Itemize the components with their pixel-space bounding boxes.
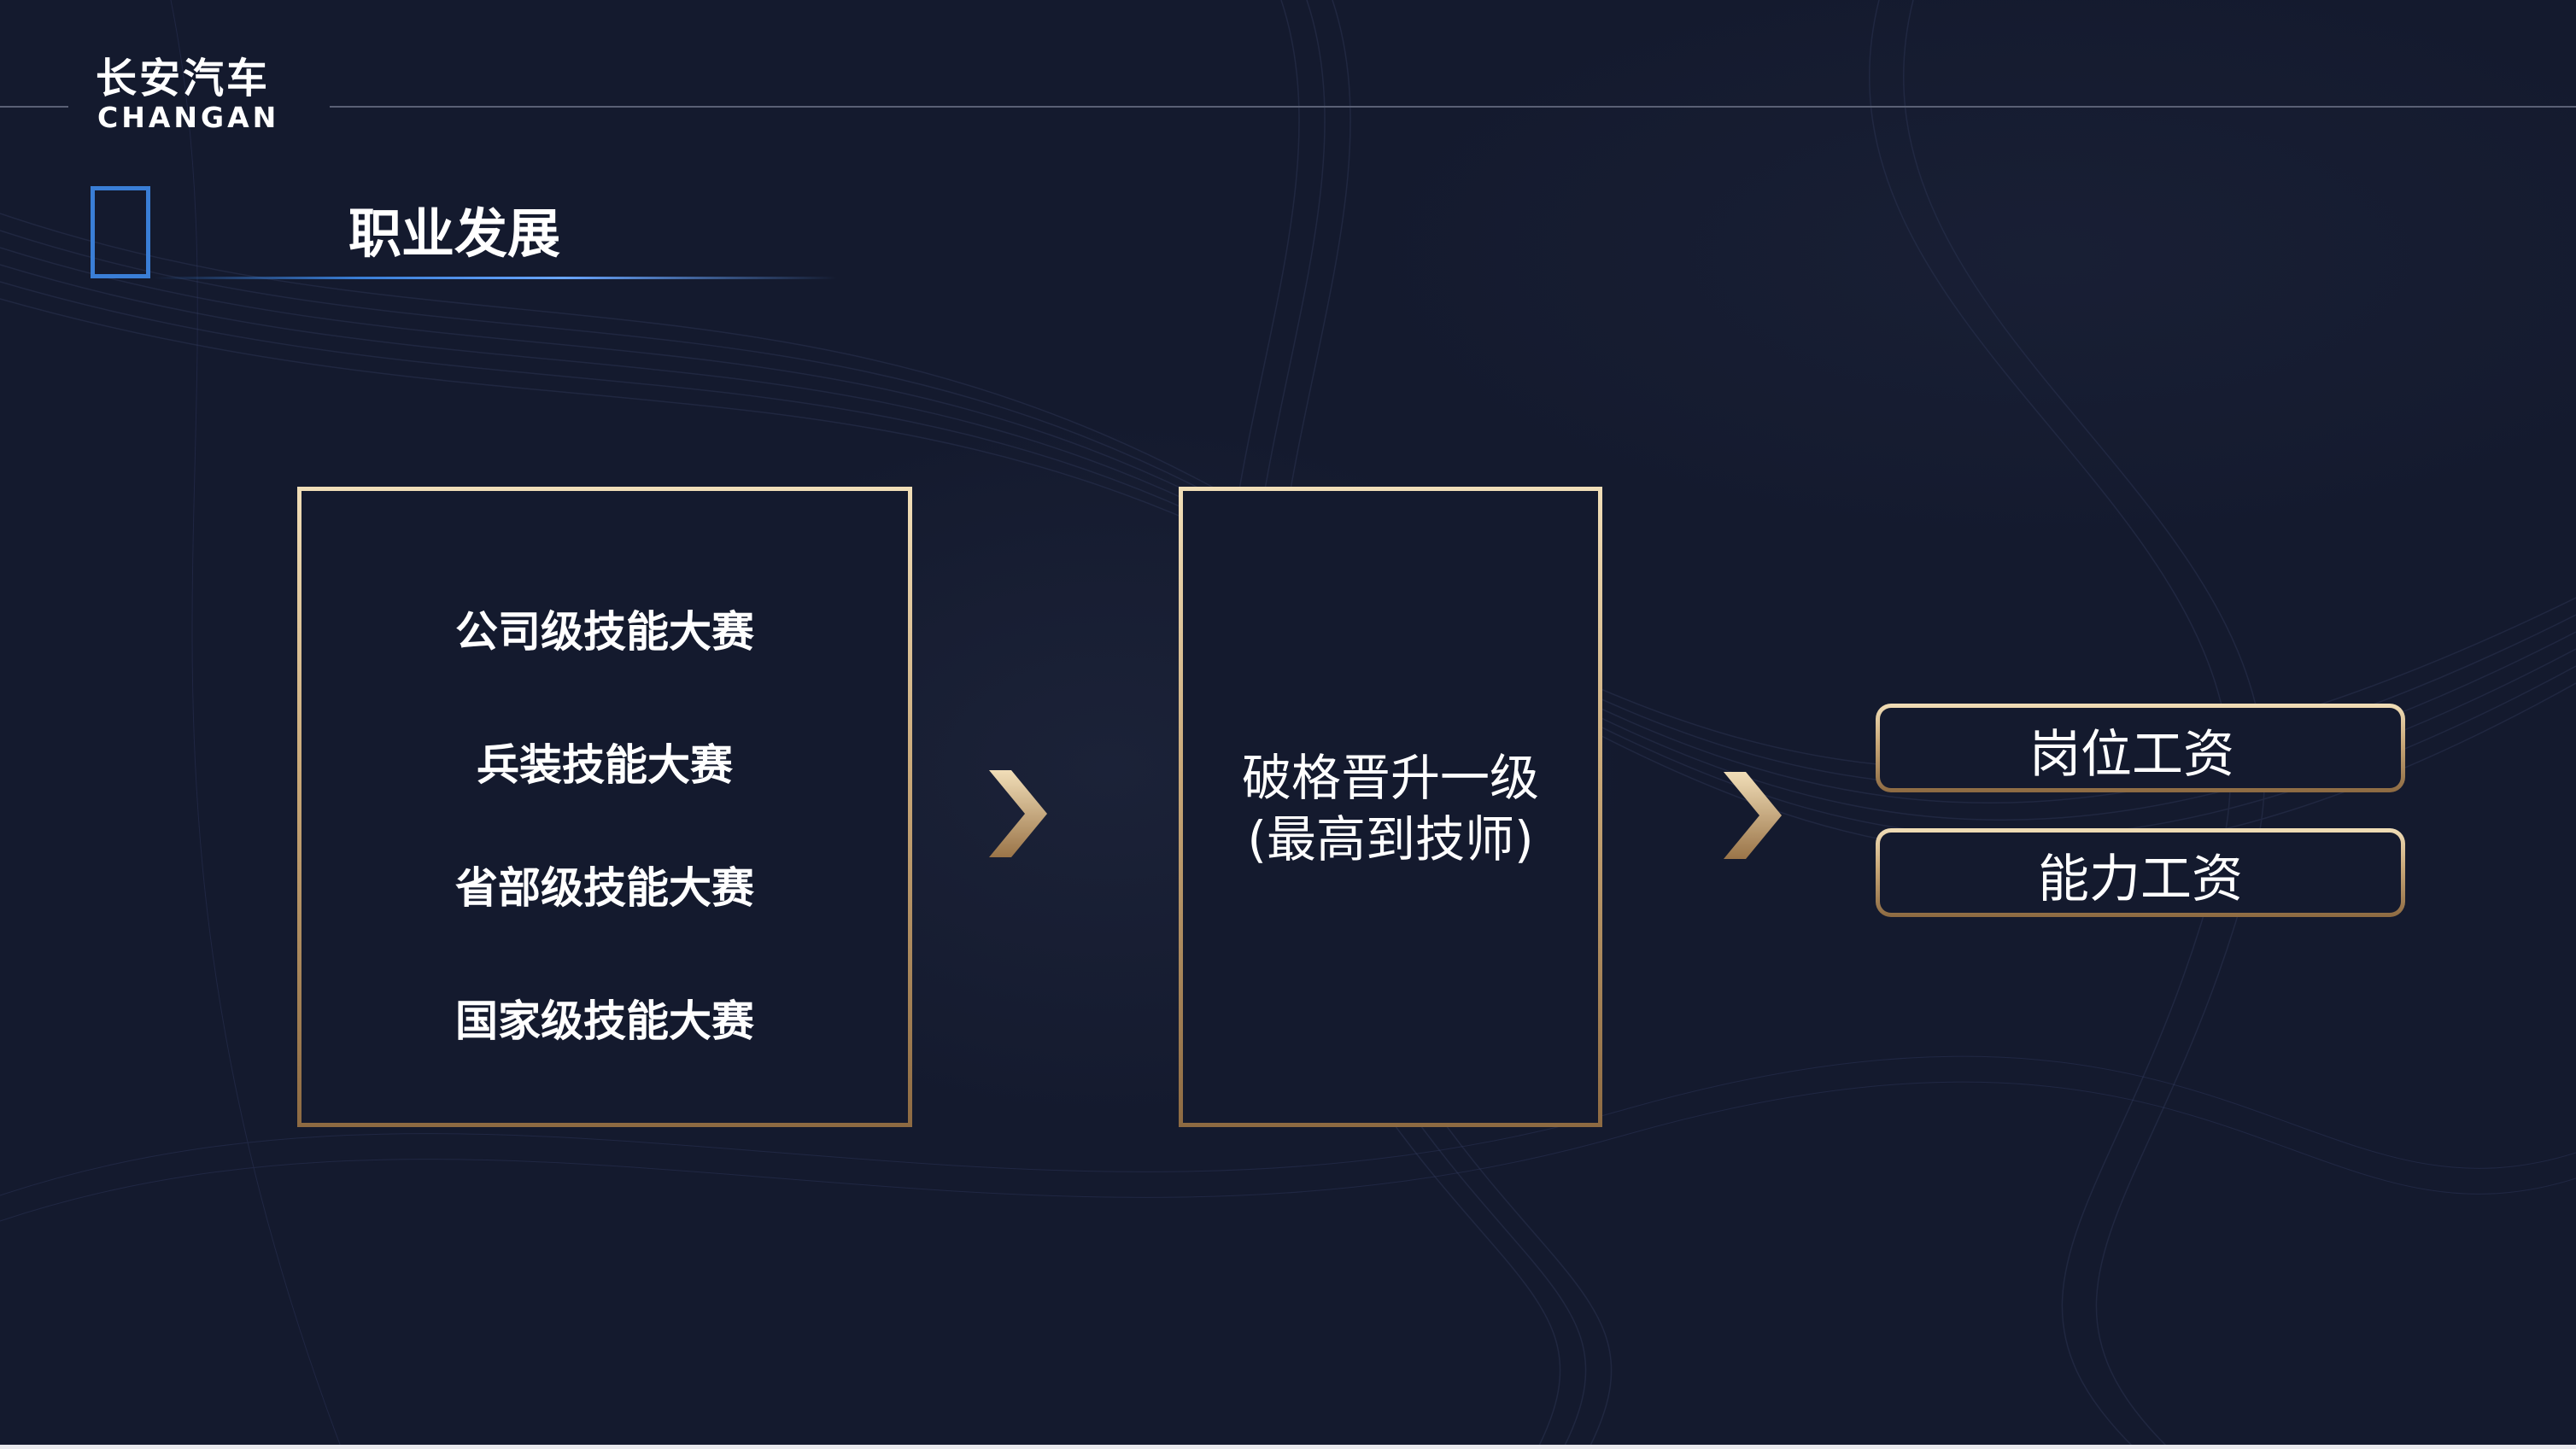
promotion-box (1179, 487, 1602, 1127)
competition-ordnance: 兵装技能大赛 (477, 740, 733, 790)
competition-provincial: 省部级技能大赛 (455, 863, 754, 913)
logo-chinese: 长安汽车 (96, 55, 271, 102)
competitions-box (297, 487, 912, 1127)
header-divider-left (0, 106, 68, 108)
promotion-line-2: (最高到技师) (1247, 810, 1534, 868)
reward-pill-position-wage (1876, 704, 2405, 792)
competition-national: 国家级技能大赛 (455, 996, 754, 1046)
competition-company: 公司级技能大赛 (455, 607, 754, 657)
bottom-strip (0, 1445, 2576, 1449)
promotion-line-1: 破格晋升一级 (1241, 749, 1539, 807)
title-bracket-icon (91, 186, 150, 278)
chevron-right-icon (989, 770, 1047, 857)
reward-pill-ability-wage (1876, 828, 2405, 917)
changan-logo: 长安汽车 CHANGAN (94, 53, 325, 138)
page-title: 职业发展 (348, 202, 561, 265)
chevron-right-icon (1724, 772, 1782, 859)
reward-position-wage-label: 岗位工资 (2029, 725, 2234, 785)
reward-ability-wage-label: 能力工资 (2038, 850, 2243, 909)
header-divider-right (330, 106, 2576, 108)
title-underline (154, 277, 837, 279)
logo-english: CHANGAN (97, 101, 280, 134)
